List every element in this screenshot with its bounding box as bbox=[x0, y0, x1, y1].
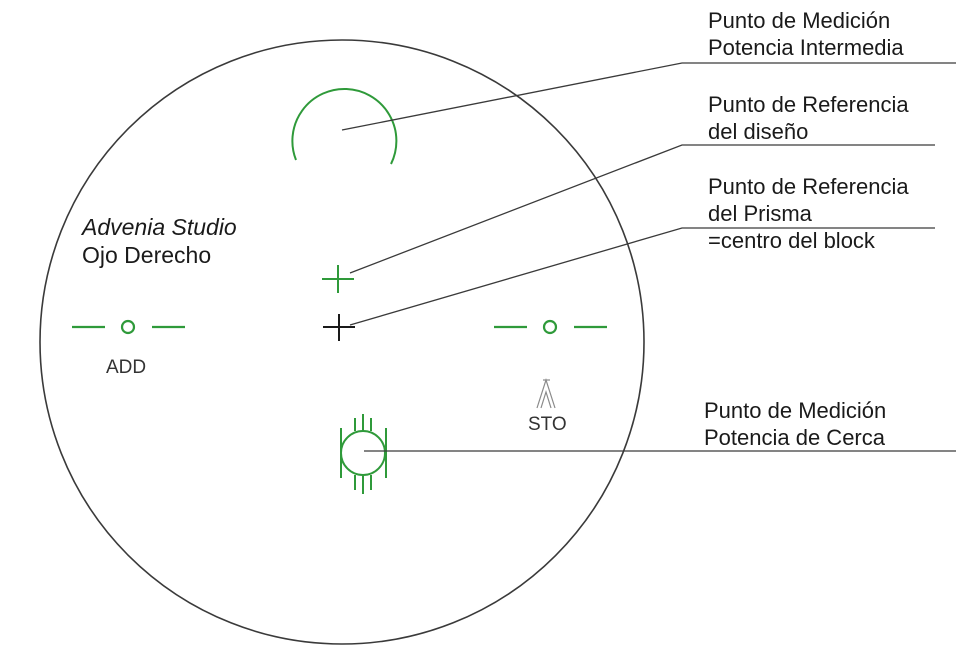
left-engraving-mark bbox=[72, 319, 185, 335]
callout-prism-ref-line3: =centro del block bbox=[708, 228, 875, 253]
callout-design-reference: Punto de Referencia del diseño bbox=[708, 91, 909, 145]
lens-product-name: Advenia Studio bbox=[82, 214, 237, 240]
lens-outline bbox=[39, 39, 645, 645]
callout-design-ref-line1: Punto de Referencia bbox=[708, 92, 909, 117]
design-reference-cross bbox=[322, 265, 354, 293]
sto-label: STO bbox=[528, 414, 567, 435]
callout-prism-ref-line2: del Prisma bbox=[708, 201, 812, 226]
leader-design-ref bbox=[349, 144, 935, 274]
callout-near-line2: Potencia de Cerca bbox=[704, 425, 885, 450]
callout-prism-reference: Punto de Referencia del Prisma =centro d… bbox=[708, 173, 909, 254]
intermediate-power-arc bbox=[291, 87, 398, 165]
callout-design-ref-line2: del diseño bbox=[708, 119, 809, 144]
callout-near: Punto de Medición Potencia de Cerca bbox=[704, 397, 886, 451]
add-label: ADD bbox=[106, 357, 147, 378]
leader-prism-ref bbox=[349, 227, 935, 326]
triangle-logo-icon bbox=[536, 378, 556, 409]
prism-reference-cross bbox=[323, 314, 355, 341]
callout-prism-ref-line1: Punto de Referencia bbox=[708, 174, 909, 199]
near-power-circle bbox=[340, 414, 387, 494]
lens-identification: Advenia Studio Ojo Derecho bbox=[82, 213, 237, 269]
callout-near-line1: Punto de Medición bbox=[704, 398, 887, 423]
callout-intermediate: Punto de Medición Potencia Intermedia bbox=[708, 7, 904, 61]
right-engraving-mark bbox=[494, 319, 607, 335]
callout-intermediate-line1: Punto de Medición bbox=[708, 8, 891, 33]
leader-intermediate bbox=[341, 62, 956, 131]
lens-eye-side: Ojo Derecho bbox=[82, 242, 212, 268]
callout-intermediate-line2: Potencia Intermedia bbox=[708, 35, 904, 60]
